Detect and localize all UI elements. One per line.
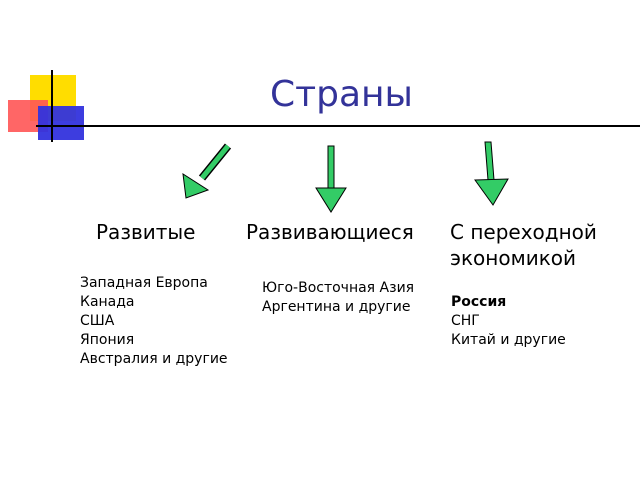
logo-blue-square xyxy=(38,106,84,140)
category-transition-label-line2: экономикой xyxy=(450,246,577,270)
category-transition-label-line1: С переходной xyxy=(450,220,597,244)
list-item: Канада xyxy=(80,294,135,310)
category-transition-list: Россия СНГ Китай и другие xyxy=(451,293,566,350)
category-transition-label: С переходной экономикой xyxy=(450,219,597,271)
arrow-developing-icon xyxy=(315,145,347,213)
arrow-developed-icon xyxy=(182,143,232,199)
list-item: Китай и другие xyxy=(451,332,566,348)
list-item: Австралия и другие xyxy=(80,351,228,367)
list-item: Аргентина и другие xyxy=(262,299,411,315)
category-developed-list: Западная Европа Канада США Япония Австра… xyxy=(80,274,228,369)
list-item: Юго-Восточная Азия xyxy=(262,280,415,296)
list-item: Россия xyxy=(451,294,507,310)
page-title: Страны xyxy=(270,74,413,115)
list-item: США xyxy=(80,313,115,329)
list-item: Западная Европа xyxy=(80,275,208,291)
decorative-logo xyxy=(8,70,84,142)
category-developing-label: Развивающиеся xyxy=(246,220,414,244)
title-underline xyxy=(36,125,640,127)
category-developing-list: Юго-Восточная Азия Аргентина и другие xyxy=(262,279,414,317)
arrow-transition-icon xyxy=(474,141,509,206)
category-developed-label: Развитые xyxy=(96,220,196,244)
list-item: СНГ xyxy=(451,313,480,329)
list-item: Япония xyxy=(80,332,135,348)
